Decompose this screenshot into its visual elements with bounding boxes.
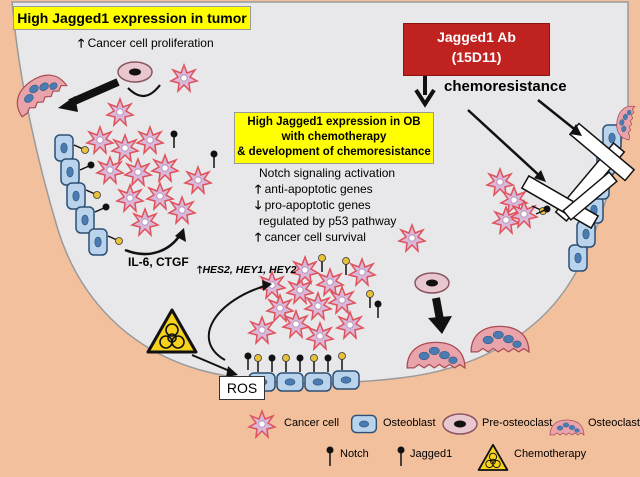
up-arrow-icon: 🡑 [78, 36, 85, 50]
proliferation-text: Cancer cell proliferation [87, 36, 214, 50]
proliferation-label: 🡑 Cancer cell proliferation [78, 34, 214, 55]
chemoresistance-label: chemoresistance [444, 78, 567, 95]
legend-panel [232, 402, 640, 477]
il6-ctgf-label: IL-6, CTGF [128, 255, 189, 269]
legend-chemotherapy: Chemotherapy [514, 448, 587, 460]
legend-pre-osteoclast: Pre-osteoclast [482, 417, 553, 429]
notch-line-2: anti-apoptotic genes [264, 182, 373, 196]
legend-osteoblast-icon [350, 414, 378, 434]
legend-notch: Notch [340, 448, 369, 460]
jagged1-antibody-box: Jagged1 Ab (15D11) [403, 23, 550, 76]
pre-osteoclast-top [117, 61, 153, 83]
ob-box-line-1: High Jagged1 expression in OB [247, 116, 421, 128]
notch-signaling-text: Notch signaling activation 🡑 anti-apopto… [255, 165, 396, 245]
notch-line-5: cancer cell survival [264, 230, 366, 244]
antibody-clone: (15D11) [451, 49, 502, 65]
ob-box-line-3: & development of chemoresistance [237, 146, 431, 158]
hes-hey-text: HES2, HEY1, HEY2 [202, 264, 297, 276]
notch-line-3: pro-apoptotic genes [264, 198, 371, 212]
hes-hey-label: 🡑HES2, HEY1, HEY2 [197, 262, 296, 280]
ob-box-line-2: with chemotherapy [281, 131, 387, 143]
ob-jagged1-box: High Jagged1 expression in OB with chemo… [234, 112, 434, 164]
legend-jagged1-icon [397, 446, 405, 466]
ros-box: ROS [219, 376, 265, 400]
up-arrow-icon: 🡑 [255, 182, 262, 196]
legend-pre-osteoclast-icon [442, 413, 478, 435]
antibody-name: Jagged1 Ab [437, 29, 516, 45]
jagged1-antibody-bars [520, 122, 636, 230]
down-arrow-icon: 🡓 [255, 198, 262, 212]
notch-line-4: regulated by p53 pathway [259, 214, 397, 228]
up-arrow-icon: 🡑 [255, 230, 262, 244]
notch-line-1: Notch signaling activation [259, 166, 396, 180]
legend-osteoclast: Osteoclast [588, 417, 640, 429]
pre-osteoclast-middle [414, 272, 450, 294]
up-arrow-icon: 🡑 [197, 264, 203, 276]
legend-jagged1: Jagged1 [410, 448, 453, 460]
legend-osteoblast: Osteoblast [383, 417, 436, 429]
arrows [58, 76, 582, 377]
tumor-jagged1-label: High Jagged1 expression in tumor [13, 6, 251, 30]
legend-notch-icon [326, 446, 334, 466]
legend-cancer-cell: Cancer cell [284, 417, 340, 429]
